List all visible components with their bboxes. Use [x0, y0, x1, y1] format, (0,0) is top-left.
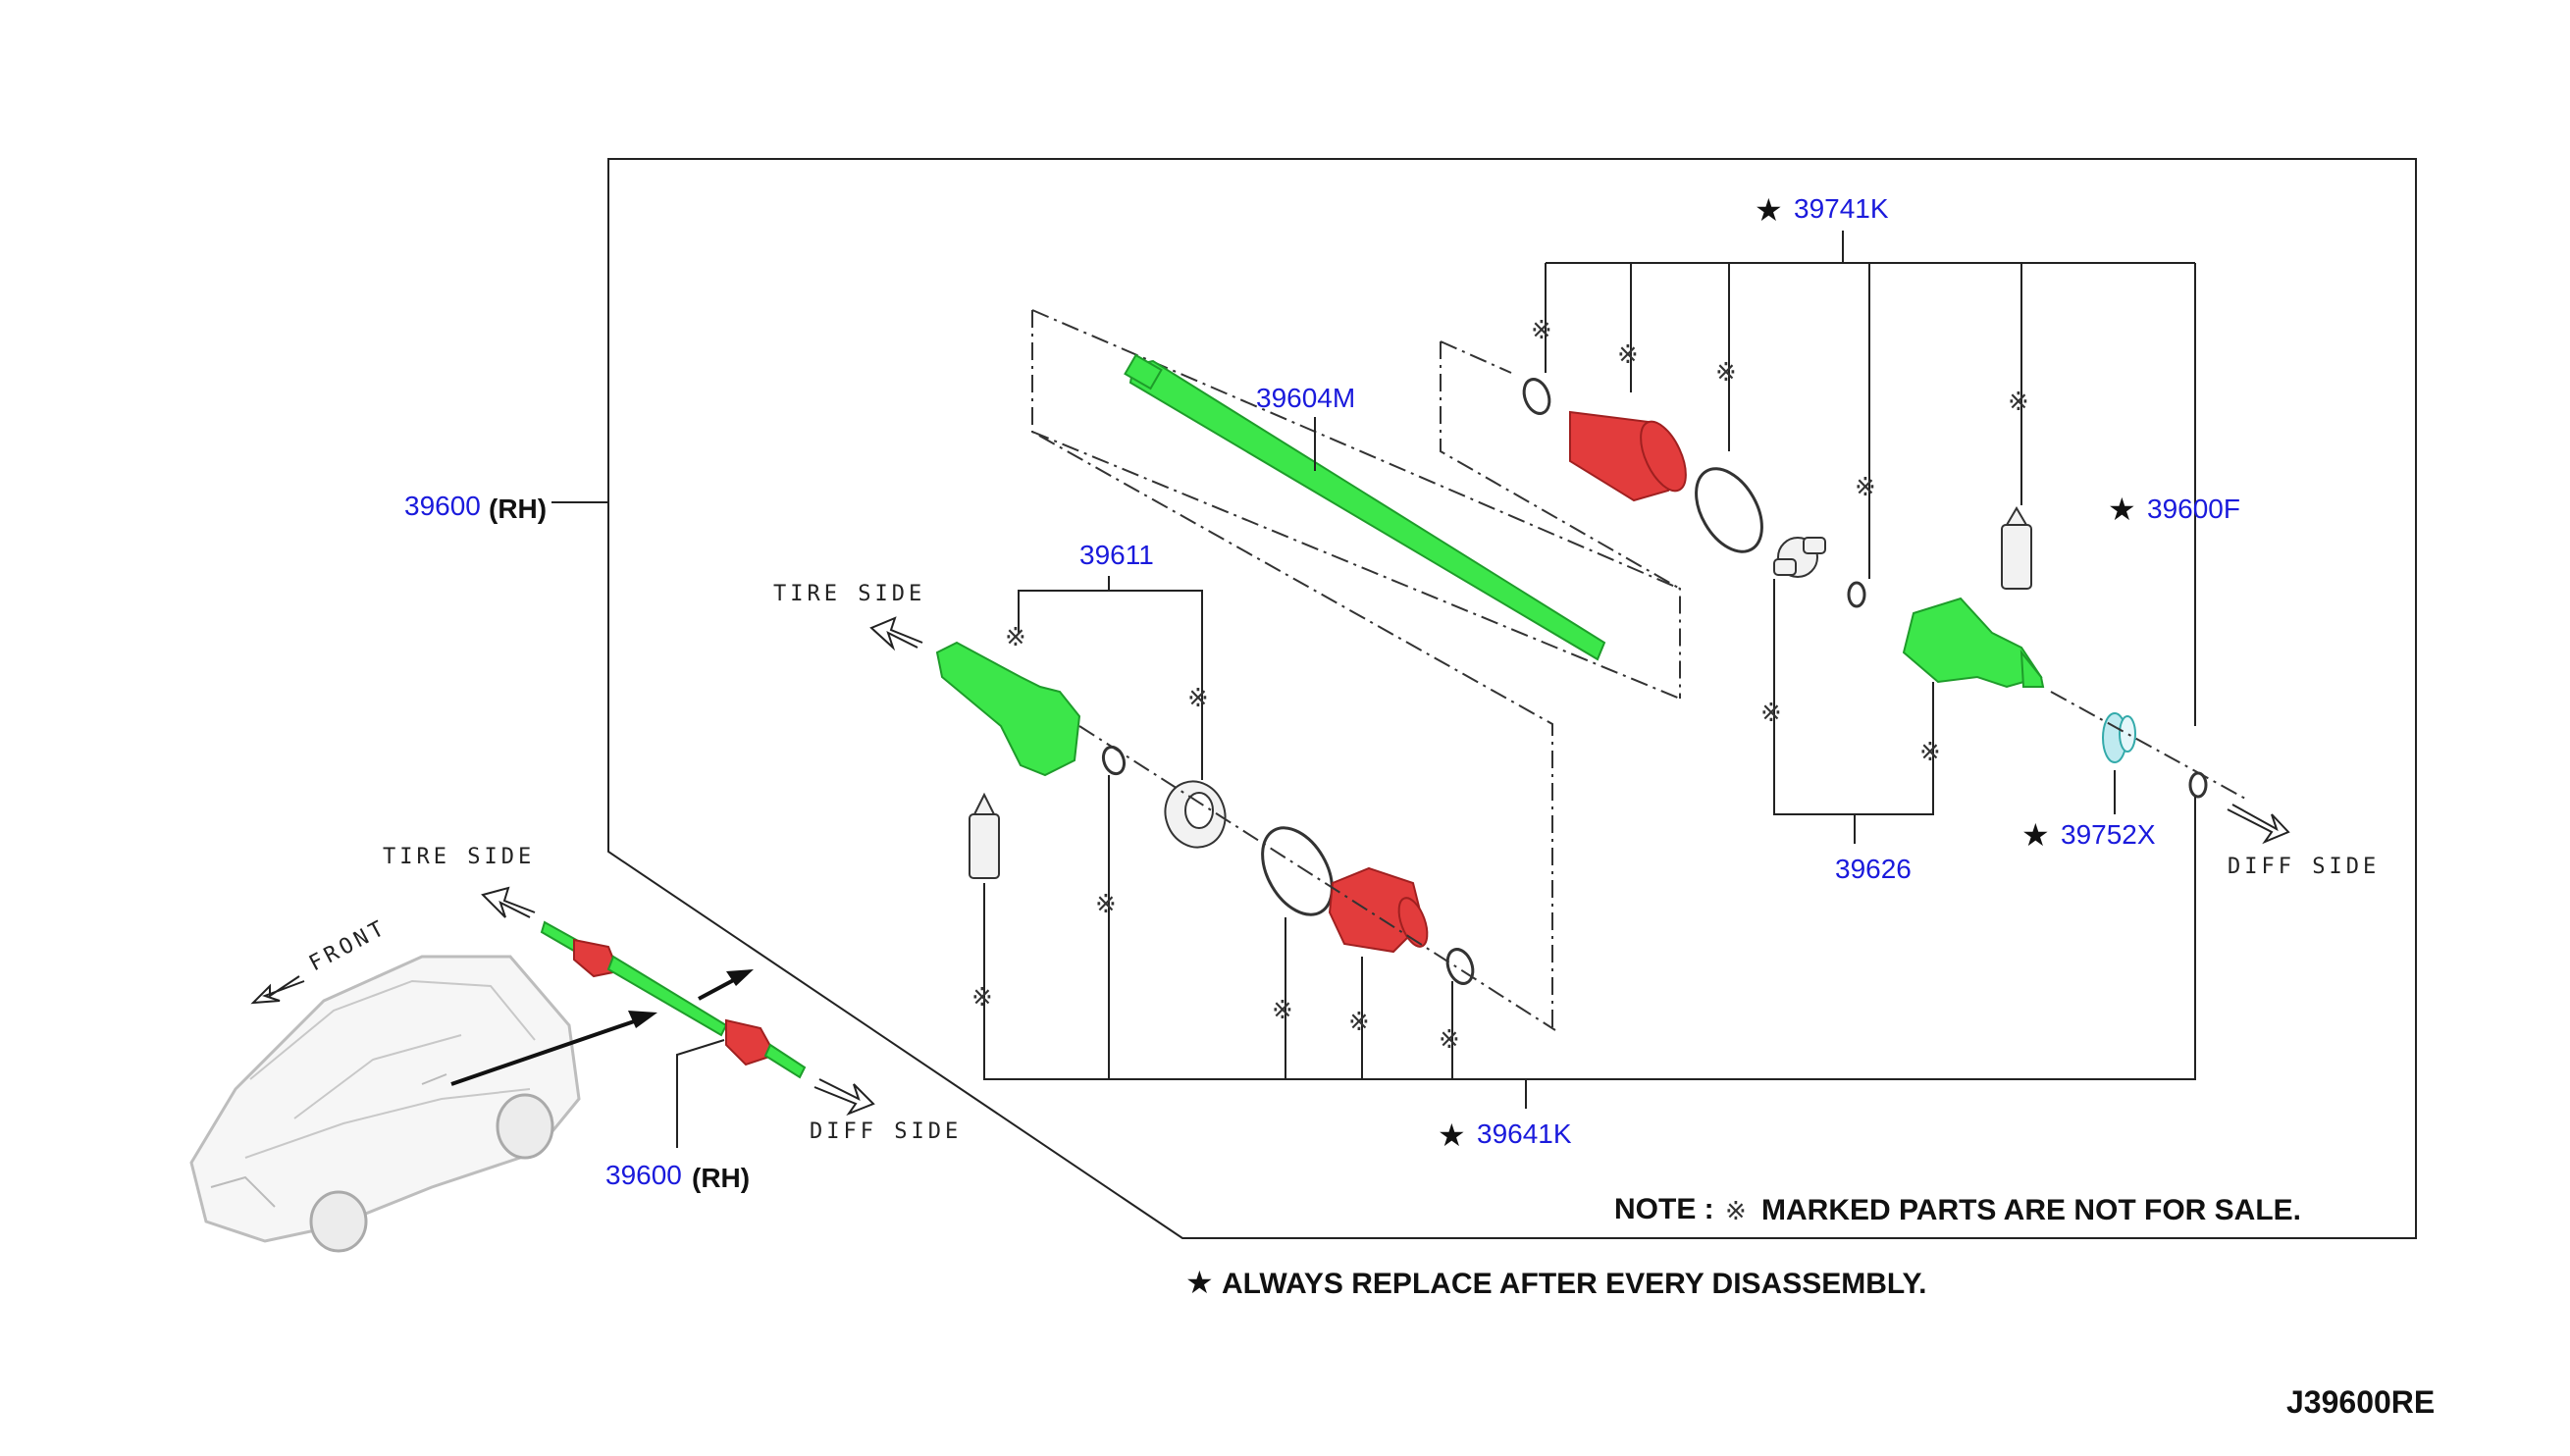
not-for-sale-mark: ※	[1617, 340, 1639, 370]
tire-side-label-overview: TIRE SIDE	[383, 845, 535, 869]
not-for-sale-mark: ※	[2008, 388, 2029, 417]
circlip-outer[interactable]	[1100, 744, 1128, 776]
tire-side-label-main: TIRE SIDE	[773, 582, 925, 606]
star-39600F: ★	[2108, 491, 2136, 528]
not-for-sale-mark: ※	[1005, 623, 1026, 652]
not-for-sale-mark: ※	[1919, 738, 1941, 767]
bracket-39641K	[983, 775, 2196, 1109]
boot-band-large[interactable]	[1683, 457, 1775, 563]
diff-side-arrow-overview	[813, 1078, 875, 1117]
note-not-for-sale-mark: ※	[1725, 1197, 1747, 1226]
rh-suffix-top: (RH)	[489, 494, 547, 524]
grease-tube[interactable]	[2001, 506, 2032, 590]
tire-side-arrow-overview	[481, 886, 536, 918]
always-replace-star: ★	[1185, 1264, 1214, 1301]
rh-suffix-bottom: (RH)	[692, 1163, 750, 1193]
not-for-sale-mark: ※	[1348, 1008, 1370, 1037]
front-label: FRONT	[305, 915, 392, 977]
grease-tube-outer[interactable]	[969, 792, 1000, 879]
intermediate-shaft[interactable]	[1124, 353, 1606, 661]
part-label-39626[interactable]: 39626	[1835, 854, 1912, 884]
diff-side-label-overview: DIFF SIDE	[810, 1119, 962, 1144]
axis-centerline-left	[1078, 725, 1556, 1031]
kit-39741K-dashed-box	[1440, 340, 1681, 590]
part-label-39611[interactable]: 39611	[1079, 540, 1154, 570]
bracket-39626	[1773, 579, 1934, 844]
not-for-sale-mark: ※	[1760, 699, 1782, 728]
overview-leader-line	[450, 1016, 644, 1086]
outer-boot[interactable]	[1328, 866, 1433, 954]
dust-seal[interactable]	[2102, 712, 2136, 763]
overview-leader-arrowhead	[628, 1011, 657, 1028]
always-replace-note: ALWAYS REPLACE AFTER EVERY DISASSEMBLY.	[1222, 1268, 1927, 1300]
shaft-dashed-box	[1031, 309, 1681, 1030]
not-for-sale-mark: ※	[971, 983, 993, 1013]
snap-ring[interactable]	[1847, 581, 1866, 608]
boot-band-outer-small[interactable]	[1443, 946, 1478, 987]
overview-drive-shaft[interactable]	[540, 920, 807, 1079]
not-for-sale-mark: ※	[1272, 996, 1293, 1025]
diagram-code: J39600RE	[2286, 1384, 2435, 1420]
part-label-39600-bottom[interactable]: 39600	[605, 1160, 682, 1190]
tripod-joint[interactable]	[1773, 537, 1826, 578]
part-label-39600-top[interactable]: 39600	[404, 491, 481, 521]
boot-band-outer-large[interactable]	[1248, 815, 1346, 926]
not-for-sale-mark: ※	[1439, 1025, 1460, 1055]
star-39741K: ★	[1755, 191, 1783, 229]
part-label-39641K[interactable]: 39641K	[1477, 1118, 1572, 1149]
overview-label-leader	[676, 1039, 725, 1148]
part-label-39741K[interactable]: 39741K	[1794, 193, 1889, 224]
not-for-sale-mark: ※	[1187, 684, 1209, 713]
star-39752X: ★	[2021, 816, 2050, 854]
outer-joint[interactable]	[935, 641, 1081, 777]
diff-side-arrow-right	[2227, 804, 2290, 845]
overview-direction-arrowhead	[726, 969, 754, 986]
axis-centerline-right	[2050, 691, 2248, 801]
front-arrow	[250, 975, 305, 1005]
inner-boot[interactable]	[1569, 410, 1695, 502]
diff-side-label-right: DIFF SIDE	[2228, 855, 2380, 879]
not-for-sale-mark: ※	[1855, 473, 1876, 502]
inner-joint-housing[interactable]	[1902, 597, 2045, 689]
tire-side-arrow-main	[869, 616, 923, 651]
part-label-39752X[interactable]: 39752X	[2061, 819, 2156, 850]
part-label-39600F[interactable]: 39600F	[2147, 494, 2240, 524]
assembly-frame	[607, 158, 2417, 1239]
part-label-39604M[interactable]: 39604M	[1256, 383, 1355, 413]
vehicle-illustration	[189, 955, 581, 1253]
not-for-sale-mark: ※	[1715, 358, 1737, 388]
not-for-sale-mark: ※	[1531, 316, 1552, 345]
note-text: MARKED PARTS ARE NOT FOR SALE.	[1761, 1194, 2301, 1226]
bracket-39611	[1018, 576, 1203, 780]
star-39641K: ★	[1438, 1117, 1466, 1154]
not-for-sale-mark: ※	[1095, 890, 1117, 919]
ball-cage[interactable]	[1156, 773, 1234, 856]
boot-band-small[interactable]	[1520, 376, 1554, 417]
note-prefix: NOTE :	[1614, 1193, 1714, 1225]
bracket-39741K	[1545, 262, 2196, 726]
